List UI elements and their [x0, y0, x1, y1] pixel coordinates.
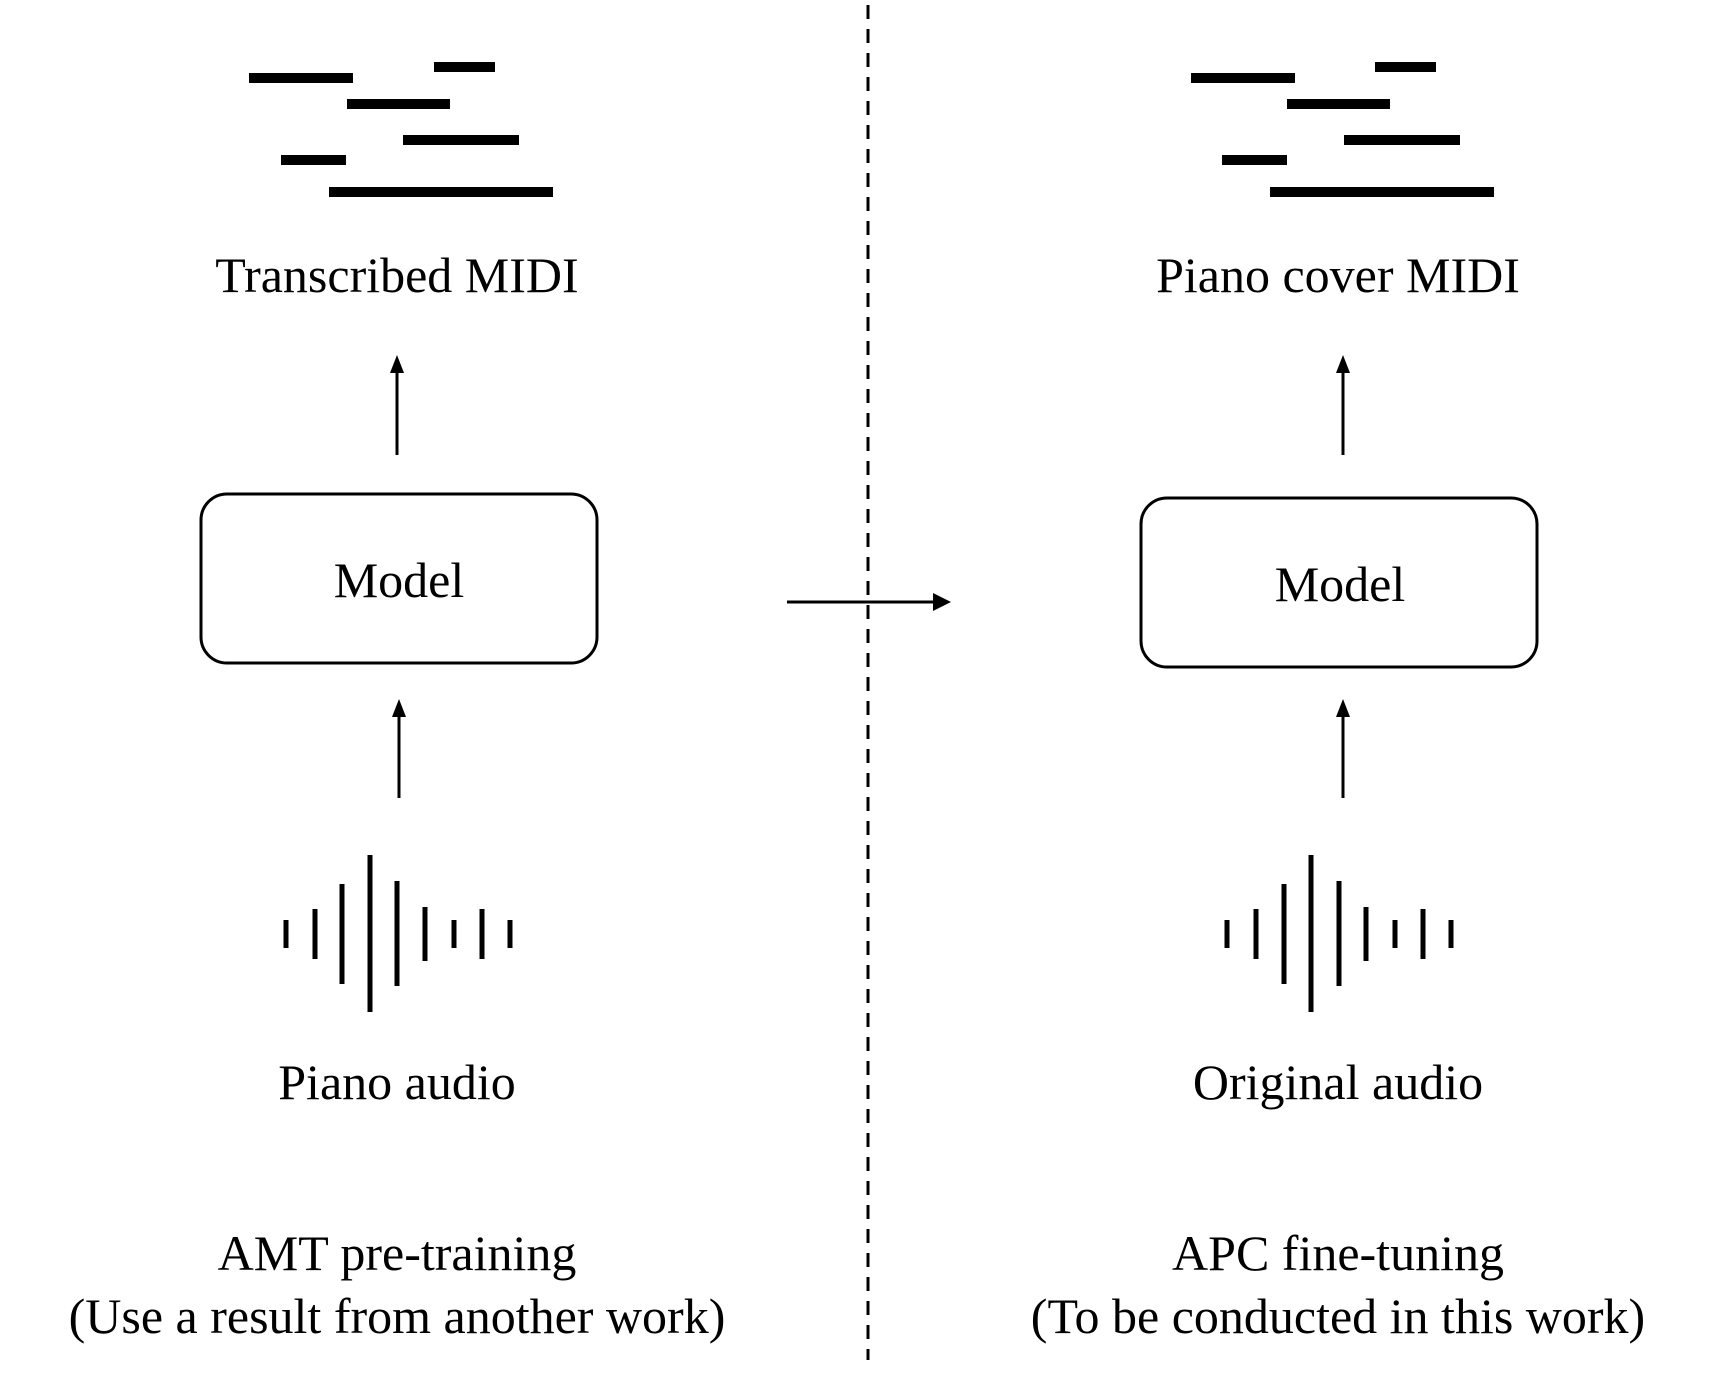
- left-lower-arrow-icon: [392, 699, 406, 798]
- right-output-label: Piano cover MIDI: [1156, 247, 1520, 303]
- transfer-arrow-icon: [787, 593, 951, 611]
- right-panel: Piano cover MIDI Model Original audio: [1031, 62, 1645, 1344]
- left-model-label: Model: [334, 552, 465, 608]
- right-lower-arrow-icon: [1336, 699, 1350, 798]
- right-caption-subtitle: (To be conducted in this work): [1031, 1288, 1645, 1344]
- right-model-box: [1139, 496, 1539, 669]
- right-model-label: Model: [1275, 556, 1406, 612]
- right-input-label: Original audio: [1193, 1054, 1483, 1110]
- piano-roll-icon: [1191, 62, 1494, 197]
- left-upper-arrow-icon: [390, 355, 404, 455]
- left-caption-subtitle: (Use a result from another work): [69, 1288, 726, 1344]
- left-model-box: [199, 492, 599, 665]
- right-upper-arrow-icon: [1336, 355, 1350, 455]
- right-caption-title: APC fine-tuning: [1172, 1225, 1504, 1281]
- left-input-label: Piano audio: [278, 1054, 515, 1110]
- left-panel: Transcribed MIDI Model Piano audio A: [69, 62, 726, 1344]
- piano-roll-icon: [249, 62, 553, 197]
- waveform-icon: [283, 855, 513, 1012]
- left-caption-title: AMT pre-training: [218, 1225, 577, 1281]
- waveform-icon: [1224, 855, 1454, 1012]
- left-output-label: Transcribed MIDI: [215, 247, 578, 303]
